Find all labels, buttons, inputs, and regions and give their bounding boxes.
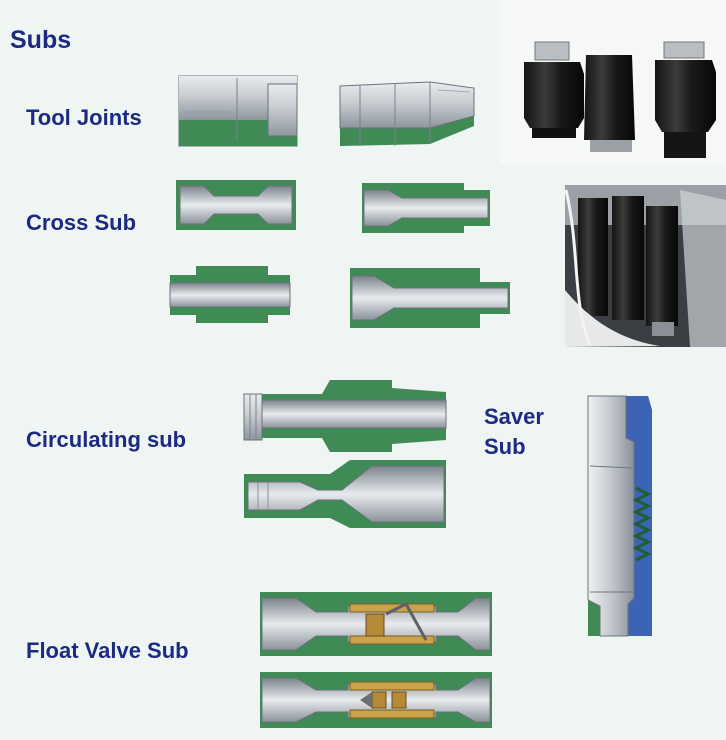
saver-sub-illustration <box>587 395 652 637</box>
tool-joints-photo <box>500 0 726 165</box>
circulating-sub-pin-illustration <box>243 380 447 452</box>
circulating-sub-box-illustration <box>244 460 446 528</box>
float-valve-sub-label: Float Valve Sub <box>26 638 189 663</box>
cross-sub-box-pin-illustration <box>362 183 490 233</box>
tool-joints-label: Tool Joints <box>26 105 142 130</box>
cross-sub-pin-pin-illustration <box>169 266 291 323</box>
cross-sub-photo <box>564 185 726 347</box>
float-valve-sub-closed-illustration <box>260 672 492 728</box>
cross-sub-label: Cross Sub <box>26 210 137 235</box>
saver-sub-label: Saver Sub <box>484 402 544 462</box>
saver-sub-label-line1: Saver <box>484 404 544 429</box>
tool-joint-pin-illustration <box>339 81 475 146</box>
cross-sub-box-box-illustration <box>176 180 296 230</box>
circulating-sub-label: Circulating sub <box>26 427 187 452</box>
saver-sub-label-line2: Sub <box>484 434 526 459</box>
float-valve-sub-open-illustration <box>260 592 492 656</box>
cross-sub-box-pin-2-illustration <box>350 268 510 328</box>
tool-joint-box-illustration <box>178 75 298 147</box>
page-title: Subs <box>10 26 72 54</box>
